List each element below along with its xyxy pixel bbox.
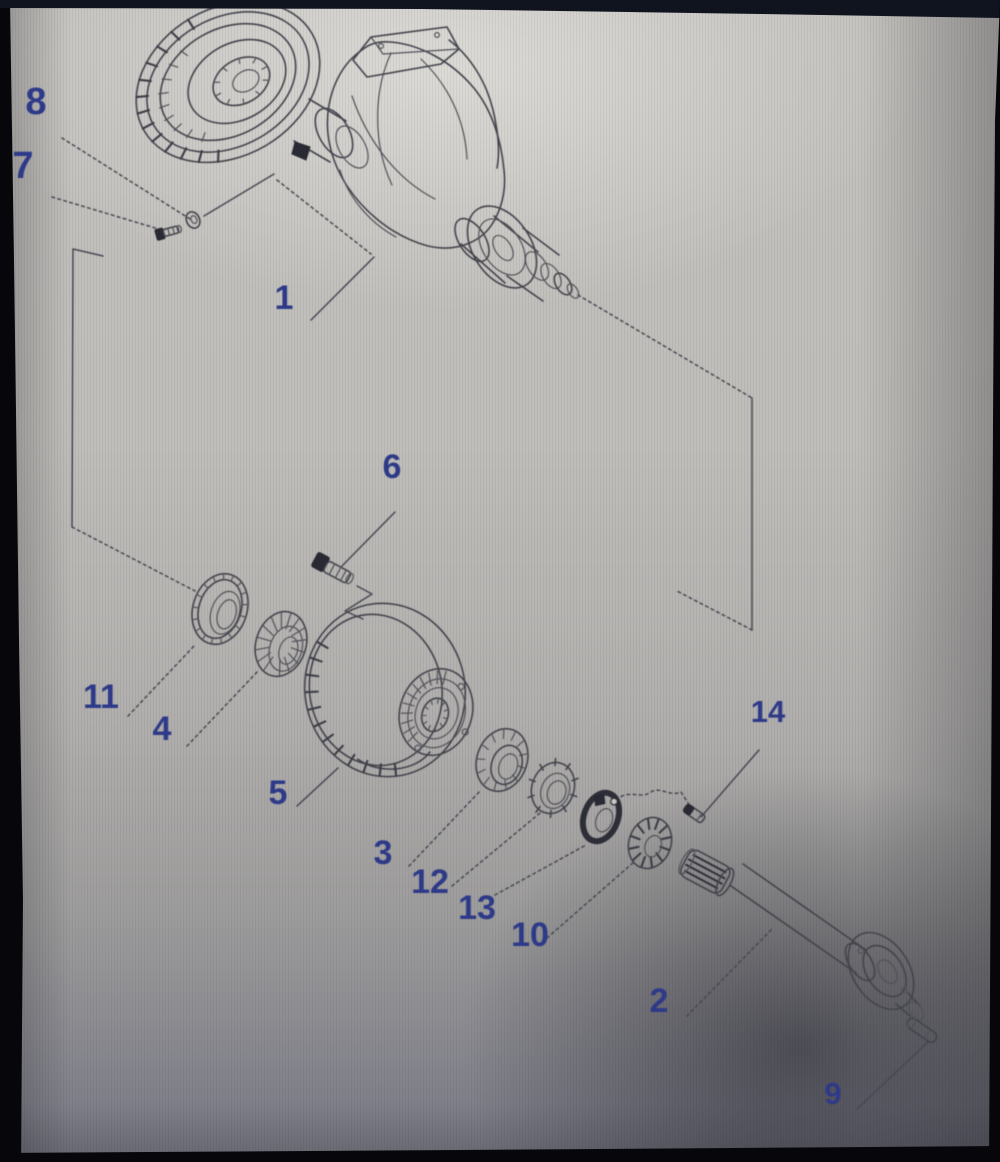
part-4-bearing-ring	[254, 610, 308, 678]
callout-10: 10	[511, 916, 549, 954]
part-5-hub-drum	[303, 602, 474, 778]
hub-spline-hatch	[421, 697, 449, 732]
seal-hatch	[191, 573, 249, 645]
shaft-splined-end	[678, 848, 735, 897]
bracket-right-diagonal	[674, 589, 753, 631]
border-bottom	[0, 1146, 1000, 1162]
leader-washer-to-housing	[203, 173, 275, 217]
callout-13: 13	[458, 889, 496, 927]
leader-8	[61, 137, 191, 220]
leader-12	[451, 812, 541, 887]
leader-11	[127, 645, 195, 717]
leader-1	[310, 256, 375, 321]
drum-inner-hatch	[158, 50, 206, 142]
housing-brake-drum	[135, 0, 321, 164]
leader-9	[856, 1040, 930, 1110]
leader-10	[546, 861, 635, 939]
leader-5	[296, 767, 339, 807]
callout-11: 11	[83, 678, 119, 716]
bracket-right-top	[577, 294, 753, 399]
nut-spline-hatch	[628, 818, 672, 868]
drum-hub-hatch	[213, 57, 270, 106]
callout-5: 5	[269, 774, 288, 812]
leader-7	[51, 196, 163, 231]
leader-14	[700, 749, 760, 818]
housing-filler-plug	[291, 141, 311, 161]
leader-2	[686, 928, 773, 1017]
callout-8: 8	[25, 81, 46, 123]
leader-13-to-14-zigzag	[615, 789, 691, 807]
callout-1: 1	[275, 279, 294, 317]
leader-lines	[51, 137, 930, 1110]
callout-6: 6	[383, 448, 402, 486]
part-3-bearing	[475, 727, 529, 793]
hub-rim-hatch	[304, 641, 398, 777]
leader-4	[186, 670, 259, 747]
hub-face-hatch	[400, 670, 447, 742]
callout-9: 9	[824, 1076, 841, 1111]
bracket-left-diagonal	[71, 526, 196, 592]
callout-7: 7	[12, 145, 33, 187]
part-13-lock-nut	[579, 789, 623, 845]
bearing-roller-hatch	[475, 728, 529, 792]
callout-labels: 8 7 1 6 11 4 5 3 12 13 10 14 2 9	[12, 81, 841, 1111]
callout-14: 14	[751, 694, 786, 729]
part-10-adjusting-nut	[627, 816, 673, 870]
washer-teeth	[527, 757, 579, 819]
leader-washer-mount	[276, 179, 372, 255]
part-1-axle-housing-assembly	[135, 0, 580, 302]
leader-6	[341, 511, 396, 567]
callout-2: 2	[650, 982, 669, 1020]
part-11-seal	[191, 572, 249, 646]
drum-rim-hatch	[135, 18, 220, 164]
part-2-axle-shaft	[678, 848, 925, 1021]
part-7-bolt	[154, 224, 183, 241]
callout-12: 12	[411, 863, 449, 901]
border-left	[0, 0, 23, 1162]
callout-3: 3	[374, 834, 393, 872]
leader-13	[494, 844, 587, 896]
leader-3	[408, 789, 482, 867]
bracket-left	[71, 248, 104, 528]
part-8-washer	[185, 211, 201, 229]
shaft-flange	[847, 931, 915, 1011]
callout-4: 4	[153, 710, 172, 748]
leader-6-zigzag	[344, 585, 373, 620]
part-6-bolt	[311, 552, 354, 585]
border-right	[989, 0, 1000, 1162]
hub-face	[398, 667, 474, 757]
part-14-pin	[682, 803, 706, 824]
border-top	[0, 0, 1000, 18]
part-12-lock-washer	[527, 757, 579, 819]
part-9-pin	[905, 1016, 938, 1044]
